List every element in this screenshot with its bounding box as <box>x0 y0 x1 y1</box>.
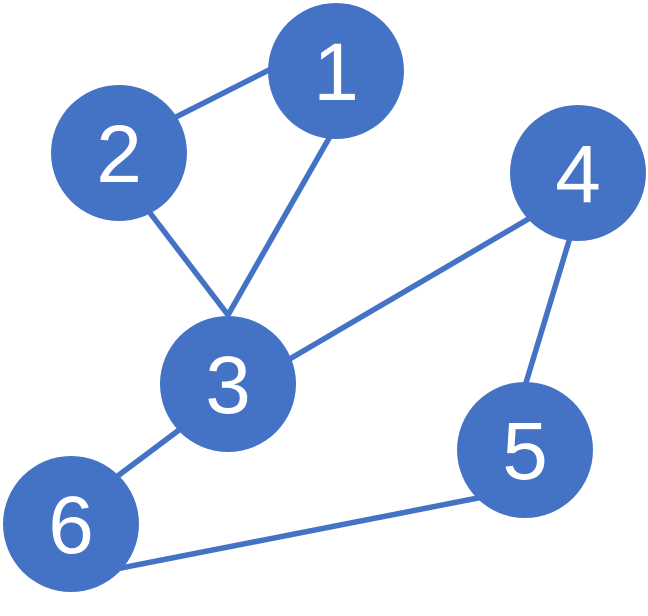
node-5-circle[interactable] <box>457 382 593 518</box>
node-5[interactable]: 5 <box>457 382 593 518</box>
node-6-circle[interactable] <box>3 456 139 592</box>
node-6[interactable]: 6 <box>3 456 139 592</box>
node-4-circle[interactable] <box>510 105 646 241</box>
edge-4-5 <box>522 228 575 389</box>
node-4[interactable]: 4 <box>510 105 646 241</box>
edge-2-1 <box>169 65 276 122</box>
node-2[interactable]: 2 <box>51 85 187 221</box>
node-1-circle[interactable] <box>268 3 404 139</box>
node-3[interactable]: 3 <box>160 316 296 452</box>
edge-2-3 <box>144 206 231 318</box>
node-1[interactable]: 1 <box>268 3 404 139</box>
node-2-circle[interactable] <box>51 85 187 221</box>
edge-3-4 <box>285 215 533 363</box>
node-3-circle[interactable] <box>160 316 296 452</box>
edge-1-3 <box>225 130 335 318</box>
edge-5-6 <box>113 494 486 572</box>
edge-3-6 <box>112 424 186 481</box>
